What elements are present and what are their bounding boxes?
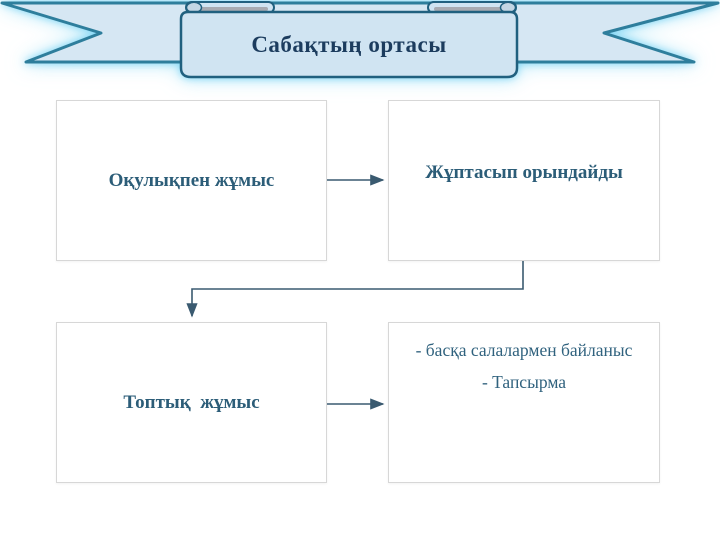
connector-pairs-to-group [186, 261, 524, 318]
node-pairs-label: Жұптасып орындайды [425, 161, 623, 183]
node-group-label: Топтық жұмыс [123, 391, 260, 413]
node-textbook-label: Оқулықпен жұмыс [108, 169, 275, 191]
node-textbook-work[interactable]: Оқулықпен жұмыс [56, 100, 327, 261]
scroll-body-shape [179, 10, 519, 79]
node-pair-work[interactable]: Жұптасып орындайды [388, 100, 660, 261]
header-banner-graphic [0, 1, 720, 79]
node-tasks-line2: - Тапсырма [481, 371, 567, 392]
node-group-work[interactable]: Топтық жұмыс [56, 322, 327, 483]
node-tasks[interactable]: - басқа салалармен байланыс - Тапсырма [388, 322, 660, 483]
node-tasks-line1: - басқа салалармен байланыс [415, 340, 633, 360]
banner-title: Сабақтың ортасы [251, 32, 447, 57]
